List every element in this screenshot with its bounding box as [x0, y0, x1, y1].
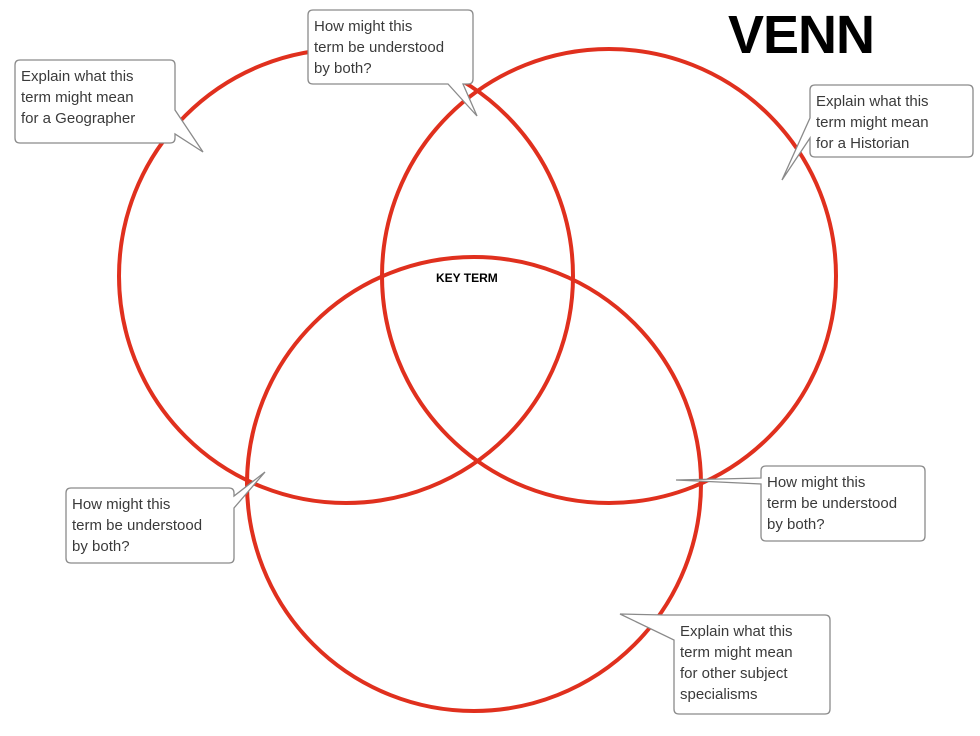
- callout-line: Explain what this: [21, 68, 134, 85]
- callout-other-shape: [619, 613, 831, 715]
- callout-line: for a Geographer: [21, 110, 136, 127]
- callout-line: term be understood: [314, 39, 445, 56]
- callout-line: term be understood: [72, 517, 203, 534]
- callout-geographer-shape: [14, 59, 204, 153]
- callout-line: by both?: [767, 516, 825, 533]
- callout-right-both-shape: [675, 465, 926, 542]
- callout-line: specialisms: [680, 686, 758, 703]
- callout-line: by both?: [72, 538, 130, 555]
- callout-historian: Explain what this term might mean for a …: [810, 88, 973, 157]
- callout-line: for a Historian: [816, 135, 910, 152]
- other-subjects-circle: [245, 255, 703, 713]
- callout-line: term might mean: [816, 114, 929, 131]
- callout-line: How might this: [767, 474, 866, 491]
- callout-line: How might this: [314, 18, 413, 35]
- callout-line: term might mean: [21, 89, 134, 106]
- callout-historian-shape: [781, 84, 974, 181]
- key-term-label: KEY TERM: [436, 271, 498, 285]
- callout-line: Explain what this: [816, 93, 929, 110]
- callout-geographer: Explain what this term might mean for a …: [15, 63, 175, 132]
- callout-line: term might mean: [680, 644, 793, 661]
- callout-other-subjects: Explain what this term might mean for ot…: [674, 618, 830, 708]
- callout-top-both: How might this term be understood by bot…: [308, 13, 473, 82]
- callout-left-both-shape: [65, 471, 266, 564]
- callout-line: term be understood: [767, 495, 898, 512]
- page-title: VENN: [728, 5, 875, 65]
- callout-left-both: How might this term be understood by bot…: [66, 491, 234, 560]
- callout-top-both-shape: [307, 9, 478, 117]
- callout-line: Explain what this: [680, 623, 793, 640]
- callout-line: for other subject: [680, 665, 788, 682]
- callout-line: How might this: [72, 496, 171, 513]
- geographer-circle: [117, 47, 575, 505]
- callout-line: by both?: [314, 60, 372, 77]
- callout-right-both: How might this term be understood by bot…: [761, 469, 925, 538]
